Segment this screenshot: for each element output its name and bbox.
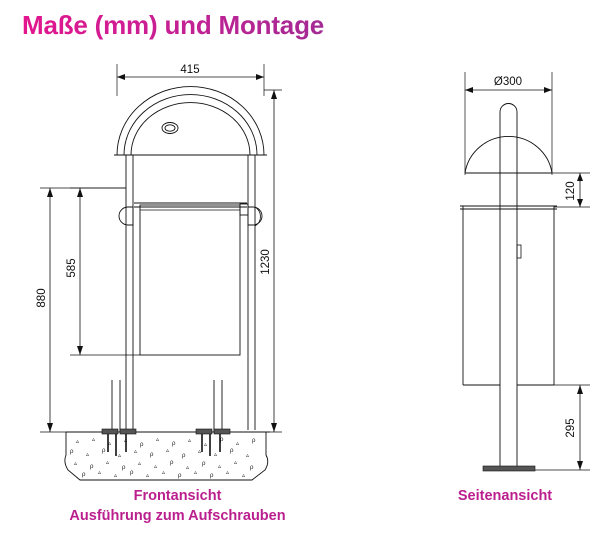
dim-front-inner-height: 585: [66, 258, 78, 277]
svg-text:▵: ▵: [194, 470, 197, 476]
svg-text:▵: ▵: [236, 441, 239, 447]
svg-text:ρ: ρ: [202, 461, 206, 467]
dim-side-diameter: Ø300: [494, 76, 522, 88]
svg-text:ρ: ρ: [172, 441, 176, 447]
ground-concrete: [64, 432, 269, 481]
svg-text:▵: ▵: [214, 452, 217, 458]
svg-text:▵: ▵: [154, 464, 157, 470]
front-total-height-dimension: [255, 89, 282, 433]
side-gap-dimension: [552, 172, 590, 208]
front-legs: [111, 380, 223, 432]
dim-side-dome-gap: 120: [565, 181, 577, 200]
side-post: [499, 103, 518, 470]
svg-text:▵: ▵: [98, 470, 101, 476]
svg-text:ρ: ρ: [122, 465, 126, 471]
front-inner-height-dimension: [70, 187, 140, 356]
svg-text:▵: ▵: [76, 439, 79, 445]
dim-front-outer-height: 880: [36, 288, 48, 307]
svg-text:▵: ▵: [92, 437, 95, 443]
svg-text:▵: ▵: [186, 465, 189, 471]
svg-text:▵: ▵: [118, 453, 121, 459]
svg-text:ρ: ρ: [130, 470, 134, 476]
dim-front-width: 415: [180, 64, 199, 76]
svg-text:ρ: ρ: [250, 465, 254, 471]
svg-text:▵: ▵: [156, 437, 159, 443]
svg-text:▵: ▵: [242, 473, 245, 479]
caption-front-view: Frontansicht Ausführung zum Aufschrauben: [0, 486, 355, 526]
side-dome: [464, 136, 553, 174]
svg-text:ρ: ρ: [210, 473, 214, 479]
svg-text:▵: ▵: [226, 470, 229, 476]
caption-front-line1: Frontansicht: [133, 488, 222, 504]
page-title: Maße (mm) und Montage: [22, 10, 325, 40]
svg-text:ρ: ρ: [230, 448, 234, 454]
svg-text:▵: ▵: [246, 453, 249, 459]
svg-text:ρ: ρ: [82, 472, 86, 478]
svg-text:▵: ▵: [114, 473, 117, 479]
front-lock-right: [239, 203, 263, 227]
svg-text:ρ: ρ: [102, 448, 106, 454]
svg-text:▵: ▵: [146, 473, 149, 479]
side-base-height-dimension: [535, 384, 590, 471]
svg-text:▵: ▵: [234, 460, 237, 466]
svg-text:ρ: ρ: [220, 437, 224, 443]
svg-text:▵: ▵: [188, 438, 191, 444]
svg-text:ρ: ρ: [150, 452, 154, 458]
front-body: [125, 155, 256, 430]
svg-text:▵: ▵: [134, 449, 137, 455]
svg-text:▵: ▵: [166, 448, 169, 454]
caption-side-label: Seitenansicht: [457, 488, 553, 504]
side-base-plate: [482, 465, 536, 472]
front-width-dimension: [116, 64, 265, 96]
svg-text:▵: ▵: [198, 449, 201, 455]
svg-text:ρ: ρ: [90, 464, 94, 470]
caption-side-view: Seitenansicht: [405, 486, 605, 506]
front-hinge-left: [118, 206, 134, 226]
caption-front-line2: Ausführung zum Aufschrauben: [69, 508, 286, 524]
svg-text:ρ: ρ: [252, 438, 256, 444]
svg-text:▵: ▵: [124, 438, 127, 444]
svg-text:ρ: ρ: [140, 442, 144, 448]
svg-text:ρ: ρ: [182, 453, 186, 459]
anchor-plates: [101, 428, 231, 435]
svg-text:▵: ▵: [74, 461, 77, 467]
dim-front-total-height: 1230: [260, 249, 272, 275]
side-diameter-dimension: [464, 72, 553, 100]
front-dome: [114, 86, 267, 156]
svg-text:ρ: ρ: [178, 473, 182, 479]
svg-text:▵: ▵: [218, 464, 221, 470]
svg-text:▵: ▵: [106, 460, 109, 466]
svg-text:ρ: ρ: [70, 449, 74, 455]
svg-text:▵: ▵: [162, 470, 165, 476]
anchor-bolts: [107, 434, 221, 456]
dim-side-base-height: 295: [565, 418, 577, 437]
svg-text:▵: ▵: [108, 441, 111, 447]
svg-text:▵: ▵: [138, 461, 141, 467]
front-outer-height-dimension: [40, 187, 126, 433]
svg-text:▵: ▵: [86, 452, 89, 458]
side-body: [460, 205, 557, 386]
svg-text:▵: ▵: [204, 442, 207, 448]
ground-stipple: ▵▵▵ ▵ρ▵ ρ▵▵ ρ▵ρ ρ▵ρ ▵▵ρ ▵ρ▵ ▵ρ▵ ▵ρ▵ ρ▵▵ …: [70, 437, 256, 479]
svg-text:ρ: ρ: [170, 460, 174, 466]
